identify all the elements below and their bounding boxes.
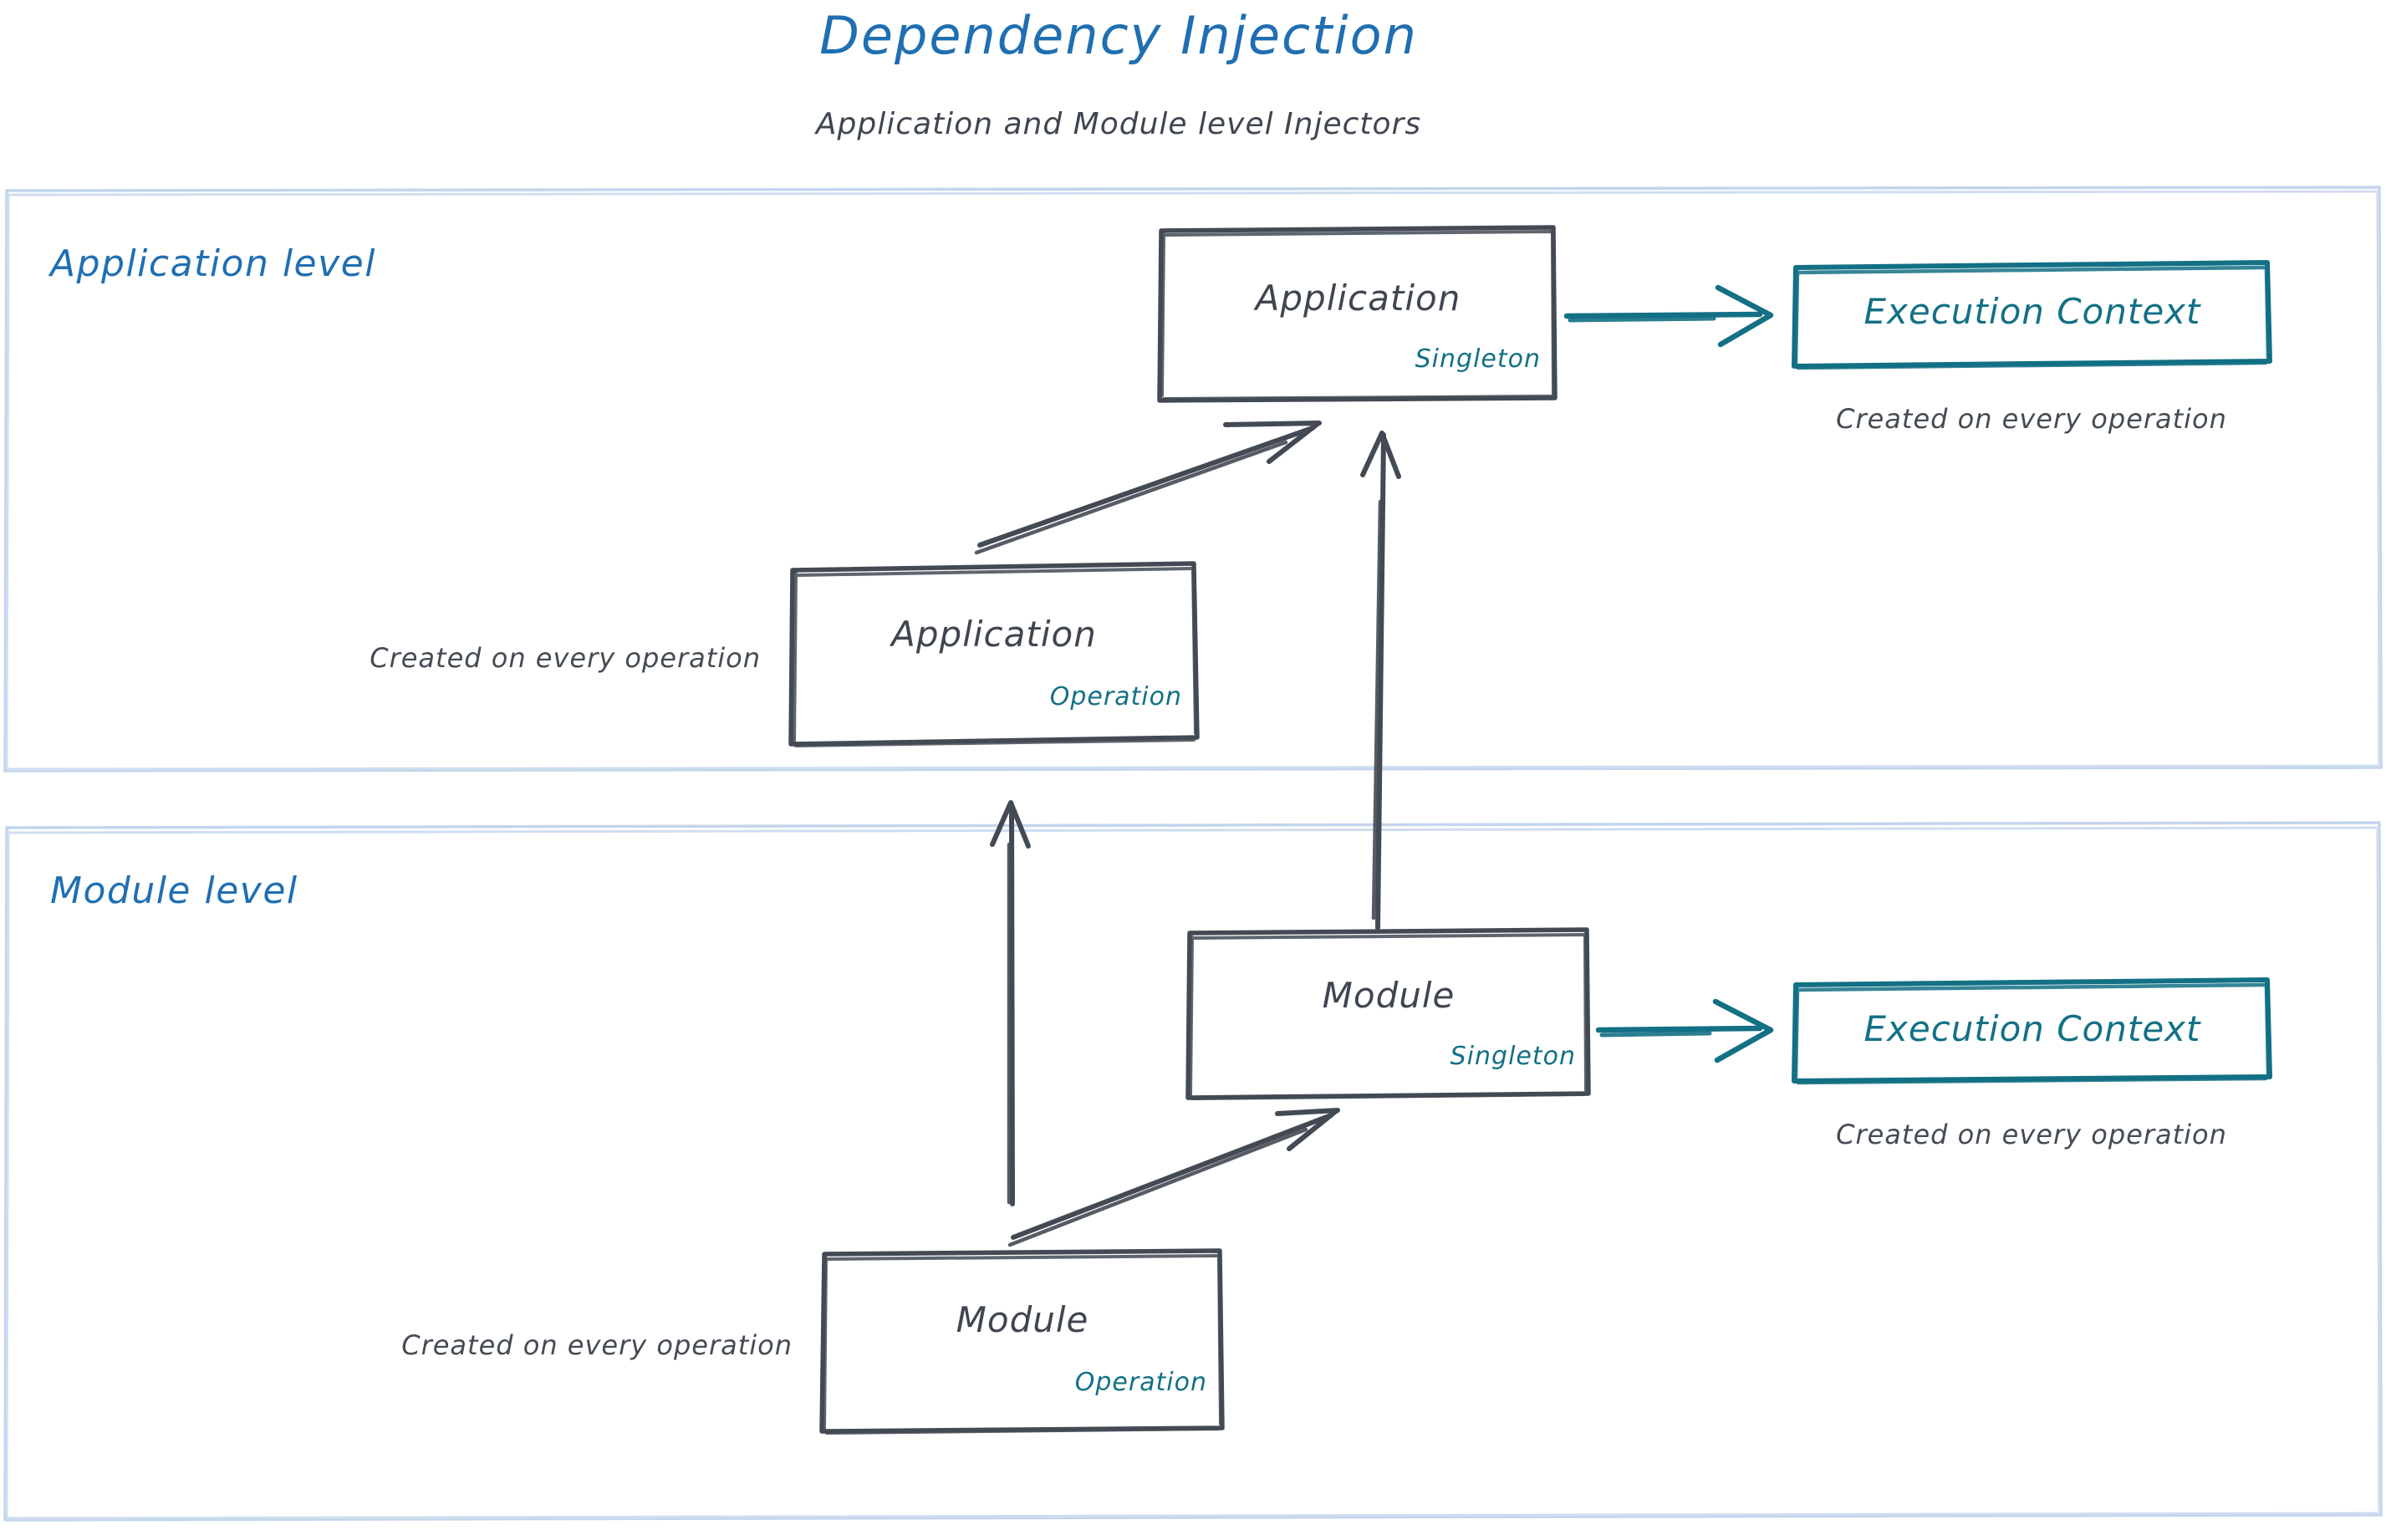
- header-title: Dependency Injection: [819, 5, 1418, 66]
- connection-app-operation-to-app-singleton: [974, 421, 1322, 555]
- node-module-operation[interactable]: Module Operation: [956, 1299, 1207, 1397]
- node-application-operation[interactable]: Application Operation: [891, 614, 1182, 711]
- header-subtitle: Application and Module level Injectors: [815, 107, 1422, 141]
- node-module-execution-context-shape: [1792, 977, 2272, 1085]
- node-application-singleton-shape: [1157, 225, 1558, 403]
- lane-label-application-level: Application level: [50, 242, 376, 285]
- connection-module-operation-to-app-operation: [990, 800, 1031, 1206]
- lane-module-level: [3, 821, 2383, 1522]
- node-application-execution-context-shape: [1792, 260, 2272, 370]
- node-application-execution-context[interactable]: Execution Context: [1863, 291, 2201, 332]
- node-application-operation-shape: [788, 561, 1200, 747]
- lane-application-level: [3, 186, 2383, 773]
- note-application-execution-context: Created on every operation: [1836, 403, 2227, 435]
- node-module-operation-shape: [819, 1248, 1225, 1435]
- connection-module-singleton-to-app-singleton: [1360, 431, 1401, 931]
- connection-module-operation-to-module-singleton: [1007, 1108, 1340, 1247]
- node-module-singleton-shape: [1185, 927, 1591, 1100]
- lane-label-module-level: Module level: [50, 869, 298, 912]
- node-application-singleton[interactable]: Application Singleton: [1255, 278, 1541, 374]
- node-module-execution-context[interactable]: Execution Context: [1863, 1008, 2201, 1049]
- note-module-execution-context: Created on every operation: [1836, 1119, 2227, 1150]
- connection-app-singleton-to-app-context: [1563, 284, 1774, 348]
- connection-module-singleton-to-module-context: [1595, 998, 1774, 1063]
- node-module-singleton[interactable]: Module Singleton: [1322, 975, 1576, 1071]
- note-application-operation: Created on every operation: [370, 642, 761, 674]
- note-module-operation: Created on every operation: [401, 1329, 793, 1361]
